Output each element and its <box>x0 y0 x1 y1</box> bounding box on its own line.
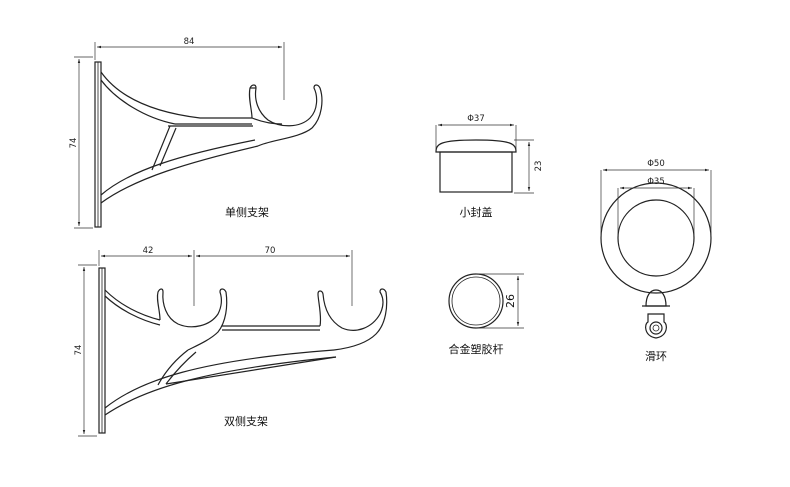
double-width-right-dim: 70 <box>265 246 276 256</box>
end-cap-height-dim: 23 <box>534 161 544 172</box>
single-width-dim: 84 <box>184 37 195 47</box>
rod-caption: 合金塑胶杆 <box>449 342 504 356</box>
double-height-dim: 74 <box>74 345 84 356</box>
single-bracket-caption: 单侧支架 <box>225 206 269 219</box>
double-bracket-caption: 双侧支架 <box>224 415 268 428</box>
rod-diameter-dim: 26 <box>504 294 517 308</box>
double-width-left-dim: 42 <box>143 246 154 256</box>
ring-inner-dim: Φ35 <box>647 177 665 187</box>
end-cap-caption: 小封盖 <box>460 205 493 219</box>
single-height-dim: 74 <box>69 138 79 149</box>
rod-drawing: 26 合金塑胶杆 <box>448 273 524 356</box>
ring-drawing: Φ50 Φ35 滑环 <box>600 159 712 363</box>
end-cap-drawing: Φ37 23 小封盖 <box>435 114 544 219</box>
ring-caption: 滑环 <box>645 350 667 363</box>
end-cap-diameter-dim: Φ37 <box>467 114 485 124</box>
double-bracket-drawing: 42 70 74 双侧支架 <box>74 246 388 437</box>
ring-outer-dim: Φ50 <box>647 159 665 169</box>
single-bracket-drawing: 84 74 单侧支架 <box>69 37 323 229</box>
